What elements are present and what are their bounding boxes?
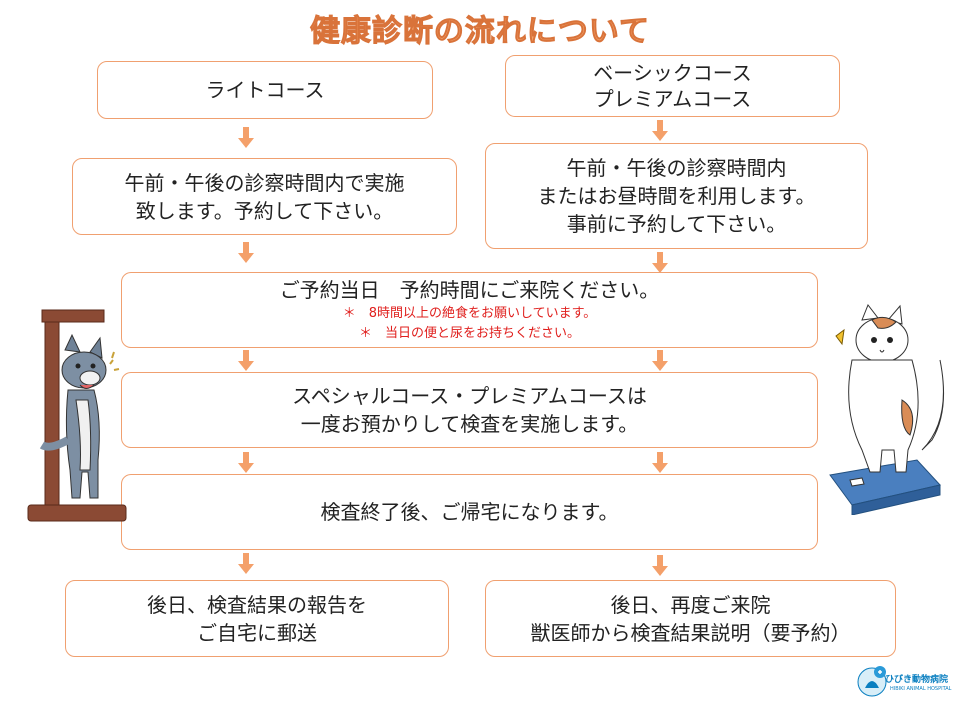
arrow-down-icon — [652, 252, 668, 274]
cat-on-scale-icon — [829, 303, 945, 515]
basic-course-label: ベーシックコース — [593, 61, 752, 85]
premium-course-label: プレミアムコース — [593, 87, 752, 111]
fasting-note: ＊ 8時間以上の絶食をお願いしています。 — [342, 306, 597, 321]
basic-schedule-box: 午前・午後の診察時間内 またはお昼時間を利用します。 事前に予約して下さい。 — [485, 143, 868, 249]
arrow-down-icon — [238, 452, 254, 474]
hospital-logo-icon — [857, 666, 887, 697]
basic-schedule-line2: またはお昼時間を利用します。 — [537, 184, 816, 208]
arrow-down-icon — [652, 555, 668, 577]
arrow-down-icon — [238, 242, 254, 264]
visit-day-box: ご予約当日 予約時間にご来院ください。 ＊ 8時間以上の絶食をお願いしています。… — [121, 272, 818, 348]
result-visit-line2: 獣医師から検査結果説明（要予約） — [530, 620, 851, 645]
dog-measuring-height-icon — [27, 309, 127, 522]
arrow-down-icon — [238, 350, 254, 372]
visit-day-text: ご予約当日 予約時間にご来院ください。 — [279, 278, 660, 302]
special-course-box: スペシャルコース・プレミアムコースは 一度お預かりして検査を実施します。 — [121, 372, 818, 448]
hospital-logo-name: ひびき動物病院 — [885, 675, 949, 685]
basic-premium-course-box: ベーシックコース プレミアムコース — [505, 55, 840, 117]
after-exam-box: 検査終了後、ご帰宅になります。 — [121, 474, 818, 550]
sample-note: ＊ 当日の便と尿をお持ちください。 — [358, 326, 580, 341]
basic-schedule-line1: 午前・午後の診察時間内 — [566, 156, 787, 180]
result-visit-line1: 後日、再度ご来院 — [610, 592, 771, 617]
basic-schedule-line3: 事前に予約して下さい。 — [566, 212, 787, 236]
arrow-down-icon — [238, 553, 254, 575]
result-mail-line1: 後日、検査結果の報告を — [147, 592, 367, 617]
result-visit-box: 後日、再度ご来院 獣医師から検査結果説明（要予約） — [485, 580, 896, 657]
page-title: 健康診断の流れについて — [309, 14, 651, 50]
after-exam-text: 検査終了後、ご帰宅になります。 — [320, 500, 619, 524]
result-mail-line2: ご自宅に郵送 — [197, 620, 317, 645]
light-course-label: ライトコース — [205, 78, 325, 102]
special-course-line2: 一度お預かりして検査を実施します。 — [300, 412, 639, 436]
arrow-down-icon — [652, 350, 668, 372]
arrow-down-icon — [238, 127, 254, 149]
light-schedule-box: 午前・午後の診察時間内で実施 致します。予約して下さい。 — [72, 158, 457, 235]
result-mail-box: 後日、検査結果の報告を ご自宅に郵送 — [65, 580, 449, 657]
hospital-logo-subtitle: HIBIKI ANIMAL HOSPITAL — [890, 686, 952, 692]
light-schedule-line1: 午前・午後の診察時間内で実施 — [124, 170, 405, 195]
light-course-box: ライトコース — [97, 61, 433, 119]
arrow-down-icon — [652, 452, 668, 474]
arrow-down-icon — [652, 120, 668, 142]
light-schedule-line2: 致します。予約して下さい。 — [135, 198, 394, 223]
special-course-line1: スペシャルコース・プレミアムコースは — [292, 384, 647, 408]
